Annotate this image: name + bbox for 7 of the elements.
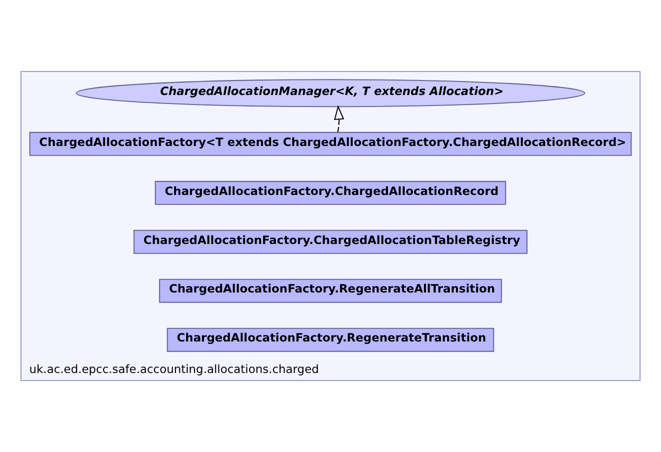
node-ellipse: ChargedAllocationManager<K, T extends Allocation> — [76, 79, 586, 108]
node-box: ChargedAllocationFactory<T extends ChargedAllocationFactory.ChargedAllocationRecord> — [29, 132, 632, 156]
node-box: ChargedAllocationFactory.RegenerateAllTransition — [159, 278, 502, 303]
node-box: ChargedAllocationFactory.ChargedAllocationTableRegistry — [134, 230, 528, 254]
node-box: ChargedAllocationFactory.RegenerateTransition — [166, 328, 494, 352]
arrow — [334, 105, 344, 132]
node-box: ChargedAllocationFactory.ChargedAllocationRecord — [154, 180, 506, 205]
